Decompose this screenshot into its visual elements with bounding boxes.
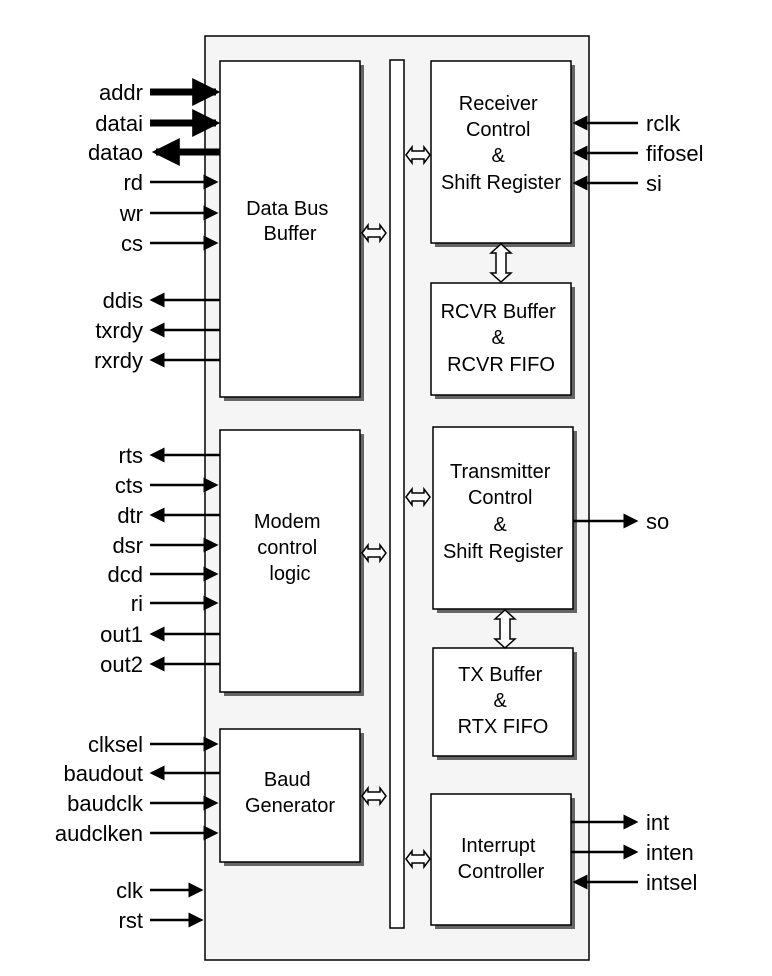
pin-label-so: so xyxy=(646,509,669,534)
pin-label-baudclk: baudclk xyxy=(67,791,144,816)
internal-bus xyxy=(389,59,405,929)
transmitter-control-block: Transmitter Control & Shift Register xyxy=(432,426,577,613)
receiver-control-block: Receiver Control & Shift Register xyxy=(430,60,575,247)
interrupt-controller-block: Interrupt Controller xyxy=(430,793,575,929)
pin-label-rts: rts xyxy=(119,443,143,468)
pin-label-cts: cts xyxy=(115,473,143,498)
pin-label-intsel: intsel xyxy=(646,870,697,895)
pin-label-rxrdy: rxrdy xyxy=(94,348,143,373)
pin-label-baudout: baudout xyxy=(63,761,143,786)
pin-label-rd: rd xyxy=(123,170,143,195)
pin-label-clk: clk xyxy=(116,878,144,903)
svg-text:Transmitter Control: Transmitter Control & Shift Register xyxy=(443,461,563,563)
pin-label-ri: ri xyxy=(131,591,143,616)
svg-text:Baud Generator: Baud Generator xyxy=(245,769,335,817)
pin-label-clksel: clksel xyxy=(88,732,143,757)
pin-label-out2: out2 xyxy=(100,652,143,677)
svg-text:TX Buffer & RTX FI: TX Buffer & RTX FIFO xyxy=(458,664,549,738)
pin-label-inten: inten xyxy=(646,840,694,865)
pin-label-si: si xyxy=(646,171,662,196)
pin-label-datai: datai xyxy=(95,111,143,136)
pin-label-int: int xyxy=(646,810,669,835)
svg-text:Data Bus Buffer: Data Bus Buffer xyxy=(246,198,334,245)
svg-text:Interrupt Controller: Interrupt Controller xyxy=(458,835,545,883)
baud-generator-block: Baud Generator xyxy=(219,728,364,866)
tx-buffer-block: TX Buffer & RTX FIFO xyxy=(432,647,577,760)
svg-text:Modem control logi: Modem control logic xyxy=(254,511,326,585)
pin-label-addr: addr xyxy=(99,80,143,105)
pin-label-txrdy: txrdy xyxy=(95,318,143,343)
pin-label-fifosel: fifosel xyxy=(646,141,703,166)
pin-label-wr: wr xyxy=(119,201,143,226)
pin-label-out1: out1 xyxy=(100,622,143,647)
data-bus-buffer-block: Data Bus Buffer xyxy=(219,60,364,401)
pin-label-rclk: rclk xyxy=(646,111,681,136)
pin-label-cs: cs xyxy=(121,231,143,256)
rcvr-buffer-block: RCVR Buffer & RCVR FIFO xyxy=(430,282,575,399)
pin-label-audclken: audclken xyxy=(55,821,143,846)
svg-text:RCVR Buffer & RCVR: RCVR Buffer & RCVR FIFO xyxy=(441,301,562,376)
pin-label-datao: datao xyxy=(88,140,143,165)
svg-text:Receiver Control &: Receiver Control & Shift Register xyxy=(441,93,561,194)
pin-label-rst: rst xyxy=(119,908,143,933)
pin-label-dsr: dsr xyxy=(112,533,143,558)
pin-label-dcd: dcd xyxy=(108,562,143,587)
modem-control-logic-block: Modem control logic xyxy=(219,429,364,696)
pin-label-dtr: dtr xyxy=(117,503,143,528)
pin-label-ddis: ddis xyxy=(103,288,143,313)
